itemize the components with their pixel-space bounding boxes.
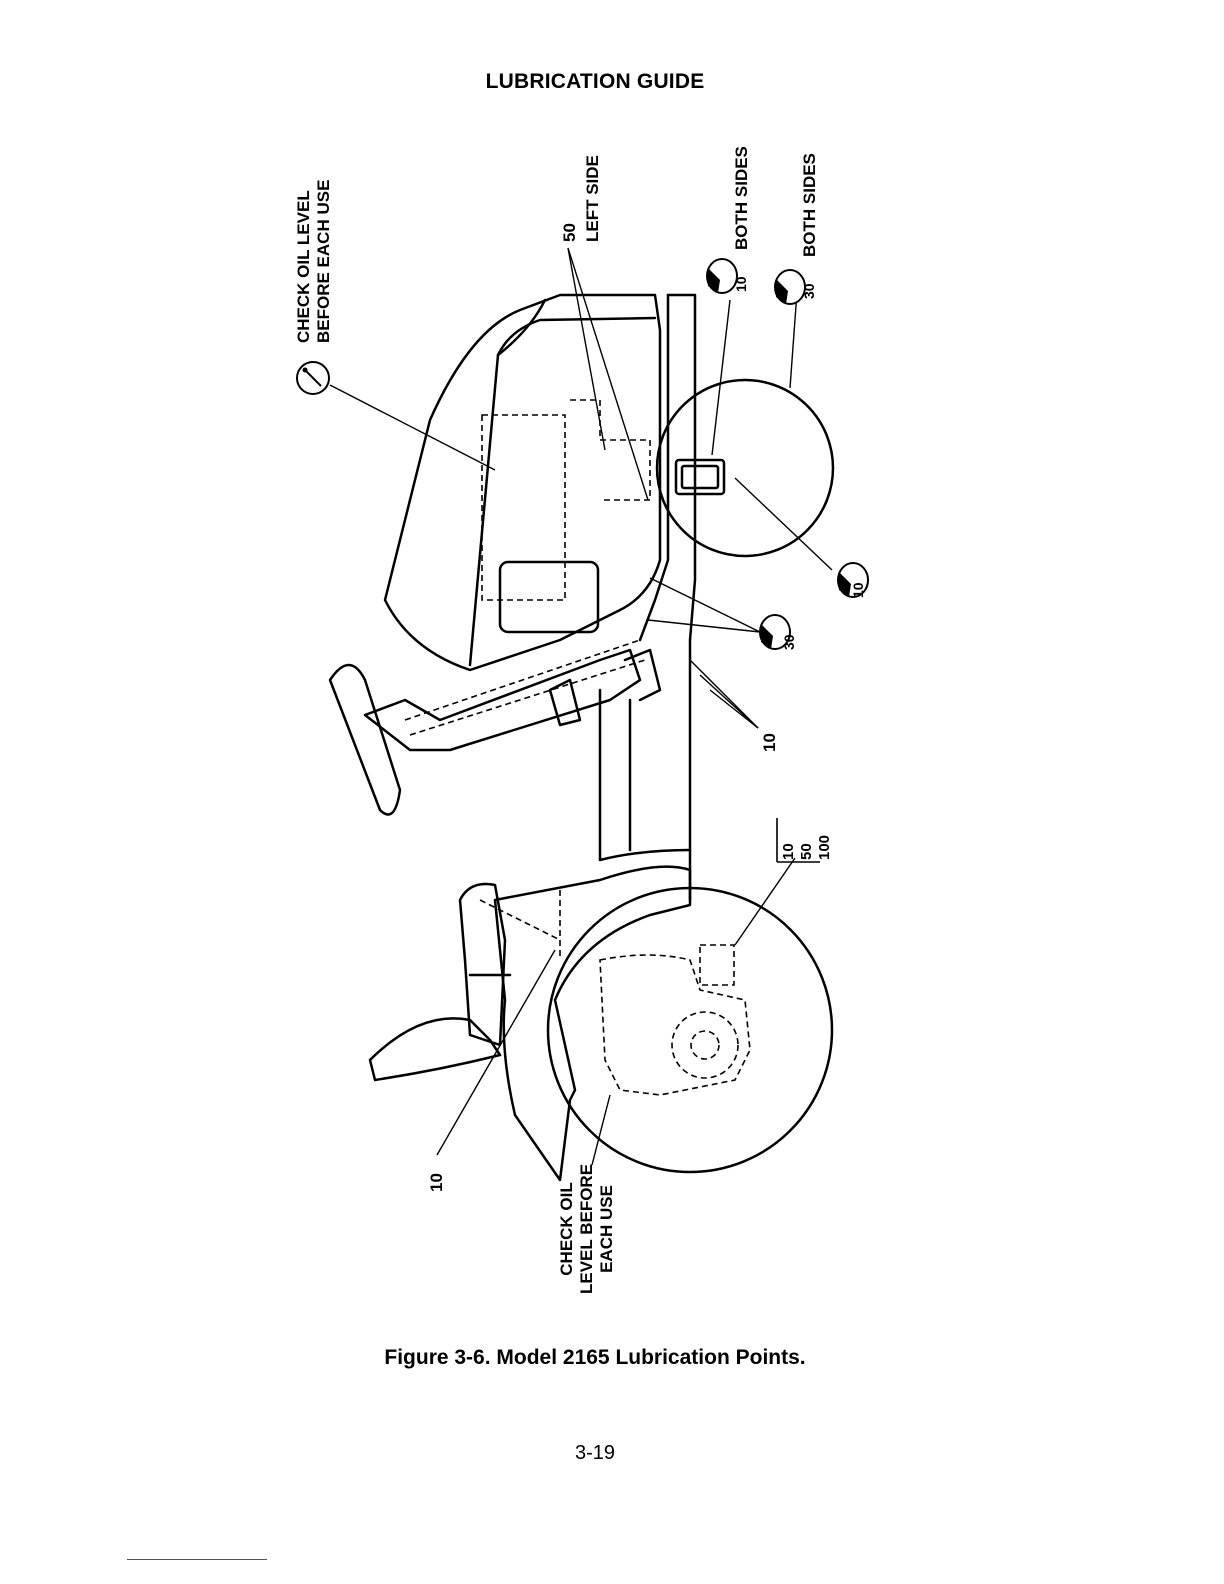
- leader-10-mid-b: [700, 675, 758, 728]
- footer-rule: [127, 1559, 267, 1560]
- seat-back: [370, 1018, 500, 1080]
- leader-10-mid-c: [710, 690, 758, 728]
- leader-bracket: [735, 858, 795, 945]
- frame-front: [640, 295, 668, 640]
- axle-hidden: [672, 1012, 738, 1078]
- hood-outline: [385, 295, 660, 670]
- badge-30-mid: 30: [779, 634, 799, 650]
- dipstick-icon: [297, 362, 329, 394]
- hood-grille: [500, 562, 598, 632]
- label-intervals-100: 100: [816, 835, 834, 860]
- leader-10-bottom: [437, 950, 555, 1155]
- leader-50-b: [568, 248, 648, 500]
- grease-gun-icon: [707, 259, 868, 649]
- label-50-left: 50: [560, 223, 580, 242]
- badge-10-top: 10: [731, 276, 751, 292]
- fill-cap-hidden: [700, 945, 734, 985]
- engine-hidden-2: [570, 400, 650, 500]
- label-intervals: 10: [780, 843, 798, 860]
- label-left-side: LEFT SIDE: [583, 155, 603, 242]
- rear-wheel: [548, 888, 832, 1172]
- label-both-sides-1: BOTH SIDES: [732, 146, 752, 250]
- driveshaft-hidden-2: [410, 660, 645, 735]
- fender-hidden: [480, 890, 560, 960]
- label-check-oil-bottom: CHECK OIL LEVEL BEFORE EACH USE: [557, 1164, 617, 1294]
- label-check-oil-top: CHECK OIL LEVEL BEFORE EACH USE: [294, 180, 334, 343]
- leader-30-mid-b: [648, 620, 760, 632]
- leader-30-mid-a: [650, 578, 760, 632]
- frame-rail-lower: [600, 690, 690, 860]
- label-10-mid: 10: [760, 733, 780, 752]
- transmission-hidden: [600, 955, 750, 1095]
- leader-check-oil-bottom: [592, 1095, 610, 1165]
- pedal: [625, 650, 660, 700]
- label-both-sides-2: BOTH SIDES: [800, 153, 820, 257]
- leader-10-top: [712, 300, 730, 455]
- badge-30-top: 30: [799, 283, 819, 299]
- page-number: 3-19: [0, 1442, 1190, 1465]
- axle-hidden-inner: [691, 1031, 719, 1059]
- steering-wheel: [330, 665, 400, 815]
- figure-caption: Figure 3-6. Model 2165 Lubrication Point…: [0, 1346, 1190, 1370]
- label-intervals-50: 50: [798, 843, 816, 860]
- seat: [460, 884, 505, 1045]
- detail-circle: [657, 380, 833, 556]
- badge-10-right: 10: [848, 582, 868, 598]
- label-10-bottom: 10: [427, 1173, 447, 1192]
- engine-hidden: [482, 415, 565, 600]
- hood-inner: [470, 318, 655, 665]
- detail-part-inner: [682, 466, 718, 488]
- leader-dipstick-top: [330, 385, 495, 470]
- leader-30-top: [790, 292, 797, 388]
